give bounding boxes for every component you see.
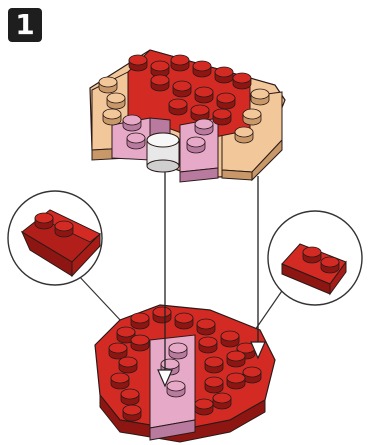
red-stud [216, 92, 236, 110]
red-stud [194, 86, 214, 104]
tan-stud [106, 92, 126, 110]
red-stud [242, 366, 262, 384]
callout-right [254, 210, 363, 331]
bottom-base [94, 304, 276, 443]
red-stud [204, 356, 224, 374]
callout-left [7, 190, 123, 323]
step-number-badge: 1 [8, 8, 42, 42]
callout-left-studs [34, 212, 74, 238]
red-stud [196, 318, 216, 336]
red-stud [220, 330, 240, 348]
red-stud [122, 404, 142, 422]
tan-stud [98, 76, 118, 94]
red-stud [302, 246, 322, 264]
red-stud [120, 388, 140, 406]
red-stud [212, 392, 232, 410]
red-stud [172, 80, 192, 98]
red-stud [190, 104, 210, 122]
red-stud [320, 256, 340, 274]
red-stud [192, 60, 212, 78]
red-stud [232, 72, 252, 90]
tan-stud [102, 108, 122, 126]
pink-stud [168, 342, 188, 360]
pink-stud [122, 114, 142, 132]
red-stud [212, 108, 232, 126]
red-stud [226, 350, 246, 368]
pink-stud [166, 380, 186, 398]
top-subassembly [89, 49, 286, 183]
red-stud [204, 376, 224, 394]
arrow-head-right [250, 341, 266, 360]
arrow-head-left [157, 369, 173, 388]
red-stud [108, 342, 128, 360]
red-stud [170, 54, 190, 72]
red-slope-brick-right [281, 243, 347, 296]
red-stud [34, 212, 54, 230]
red-stud [168, 98, 188, 116]
callout-right-studs [302, 246, 340, 274]
red-stud [110, 372, 130, 390]
tan-stud [242, 108, 262, 126]
pink-stud [186, 136, 206, 154]
tan-stud [234, 126, 254, 144]
red-stud [128, 54, 148, 72]
tan-stud [250, 88, 270, 106]
red-stud [150, 60, 170, 78]
red-stud [174, 312, 194, 330]
red-stud [226, 372, 246, 390]
red-stud [118, 356, 138, 374]
red-stud [130, 312, 150, 330]
pink-stud [194, 118, 214, 136]
red-stud [152, 306, 172, 324]
red-stud [198, 336, 218, 354]
red-stud [54, 220, 74, 238]
red-stud [150, 74, 170, 92]
red-stud [214, 66, 234, 84]
placement-arrows [157, 172, 266, 388]
red-stud [130, 334, 150, 352]
red-stud [194, 398, 214, 416]
pink-brick-base-side [149, 419, 196, 441]
white-round-plate [146, 132, 180, 173]
top-studs [98, 54, 270, 154]
pink-stud [126, 132, 146, 150]
